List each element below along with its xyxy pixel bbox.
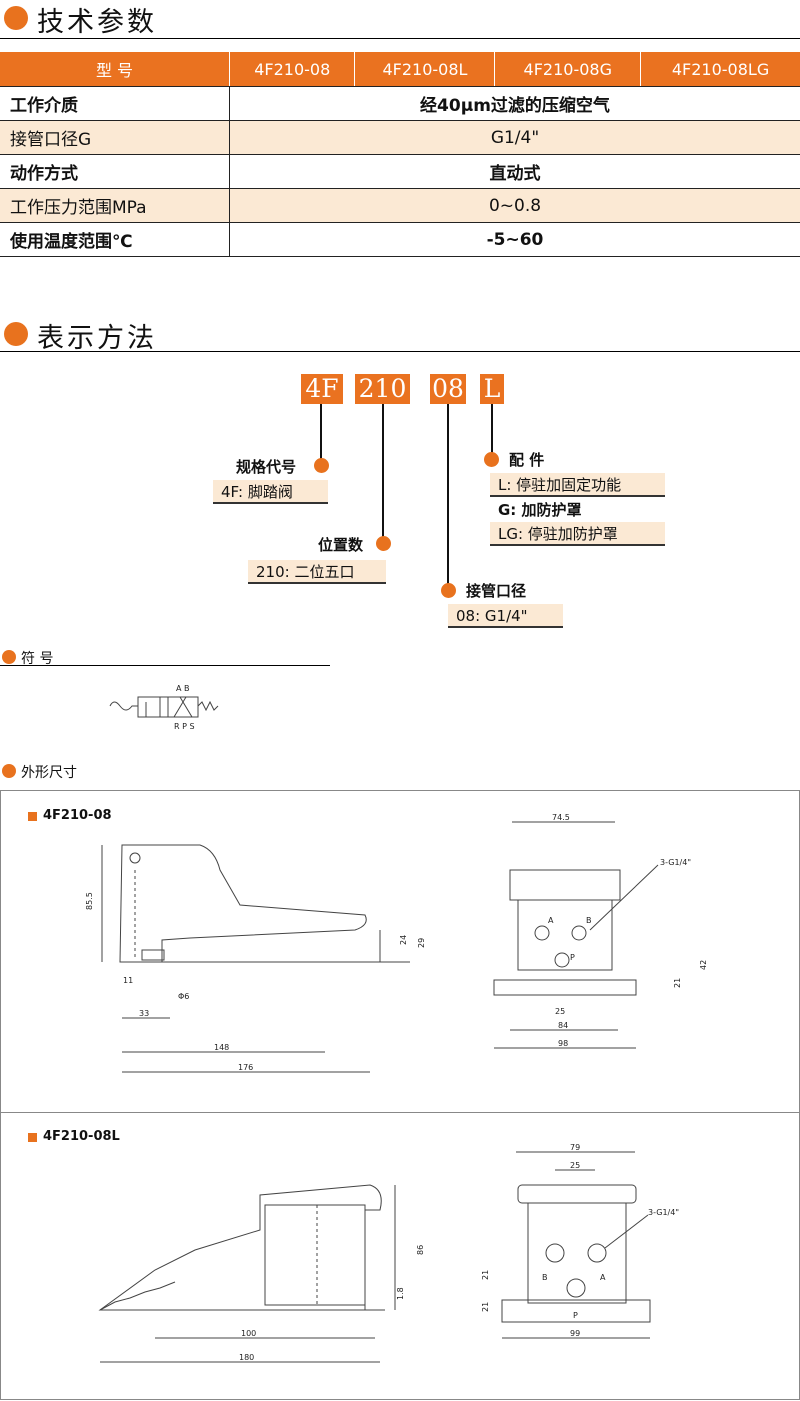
- model-marker: [28, 1133, 37, 1142]
- code-4f: 4F: [301, 374, 343, 404]
- dim-label: 25: [570, 1161, 580, 1170]
- divider: [0, 38, 800, 39]
- dim-label: 100: [241, 1329, 256, 1338]
- table-row: 工作介质 经40μm过滤的压缩空气: [0, 86, 800, 121]
- valve-symbol: A B R P S: [109, 684, 219, 731]
- dim-label: 148: [214, 1043, 229, 1052]
- row-label: 工作压力范围MPa: [0, 188, 230, 223]
- port-p: P: [570, 953, 575, 962]
- code-210: 210: [355, 374, 410, 404]
- table-row: 动作方式 直动式: [0, 154, 800, 189]
- connector: [382, 404, 384, 542]
- dim-label: 21: [481, 1270, 490, 1280]
- port-a: A: [600, 1273, 606, 1282]
- side-view-drawing: 86 1.8 100 180: [98, 1184, 425, 1363]
- dim-label: 3-G1/4": [648, 1208, 679, 1217]
- divider: [0, 665, 330, 666]
- divider: [0, 351, 800, 352]
- dim-label: 79: [570, 1143, 580, 1152]
- code-l: L: [480, 374, 504, 404]
- dim-label: 29: [417, 938, 426, 948]
- dim-label: 11: [123, 976, 133, 985]
- dim-label: 21: [673, 978, 682, 988]
- section-title-symbol: 符 号: [21, 651, 54, 667]
- model-marker: [28, 812, 37, 821]
- dim-label: Φ6: [178, 992, 189, 1001]
- row-label: 动作方式: [0, 154, 230, 189]
- front-view-drawing: 74.5 A B P 3-G1/4" 25 84 98 21 42: [493, 813, 708, 1049]
- spec-model: 4F210-08: [229, 52, 356, 87]
- dim-label: 74.5: [552, 813, 570, 822]
- port-p: P: [573, 1311, 578, 1320]
- spec-model: 4F210-08L: [354, 52, 496, 87]
- model-label: 4F210-08L: [43, 1129, 120, 1144]
- dim-label: 24: [399, 935, 408, 945]
- front-view-drawing: 79 25 B A P 3-G1/4" 21 21 99: [481, 1143, 679, 1339]
- dim-label: 42: [699, 960, 708, 970]
- section-icon: [2, 650, 16, 664]
- connector: [320, 404, 322, 464]
- dim-label: 3-G1/4": [660, 858, 691, 867]
- accessory-option: LG: 停驻加防护罩: [490, 522, 665, 546]
- label-spec-code: 规格代号: [236, 458, 297, 476]
- dim-label: 180: [239, 1353, 254, 1362]
- dim-label: 99: [570, 1329, 580, 1338]
- desc-spec-code: 4F: 脚踏阀: [213, 480, 328, 504]
- dim-label: 84: [558, 1021, 568, 1030]
- label-accessory: 配 件: [509, 451, 545, 469]
- dim-label: 25: [555, 1007, 565, 1016]
- divider: [0, 1112, 800, 1113]
- port-b: B: [586, 916, 592, 925]
- spec-model: 4F210-08LG: [640, 52, 800, 87]
- dim-label: 85.5: [85, 892, 94, 910]
- section-icon: [4, 322, 28, 346]
- marker-dot: [441, 583, 456, 598]
- port-a: A: [548, 916, 554, 925]
- section-icon: [2, 764, 16, 778]
- connector: [447, 404, 449, 589]
- marker-dot: [484, 452, 499, 467]
- dim-label: 33: [139, 1009, 149, 1018]
- marker-dot: [376, 536, 391, 551]
- port-b: B: [542, 1273, 548, 1282]
- marker-dot: [314, 458, 329, 473]
- dim-label: 176: [238, 1063, 253, 1072]
- section-title-notation: 表示方法: [37, 323, 157, 354]
- row-label: 使用温度范围℃: [0, 222, 230, 257]
- section-title-dimensions: 外形尺寸: [21, 765, 77, 781]
- dim-label: 98: [558, 1039, 568, 1048]
- table-row: 接管口径G G1/4": [0, 120, 800, 155]
- code-08: 08: [430, 374, 466, 404]
- model-label: 4F210-08: [43, 808, 112, 823]
- spec-header-label: 型 号: [0, 52, 230, 87]
- accessory-option: G: 加防护罩: [498, 501, 582, 519]
- dim-label: 86: [416, 1245, 425, 1255]
- label-port: 接管口径: [466, 582, 527, 600]
- row-value: -5~60: [229, 222, 800, 257]
- symbol-bottom-ports: R P S: [174, 722, 195, 731]
- spec-table: 型 号 4F210-08 4F210-08L 4F210-08G 4F210-0…: [0, 52, 800, 257]
- connector: [491, 404, 493, 459]
- symbol-top-ports: A B: [176, 684, 190, 693]
- row-value: 0~0.8: [229, 188, 800, 223]
- table-row: 工作压力范围MPa 0~0.8: [0, 188, 800, 223]
- dim-label: 1.8: [396, 1287, 405, 1300]
- side-view-drawing: 85.5 24 29 11 Φ6 33 148 176: [85, 844, 426, 1073]
- desc-port: 08: G1/4": [448, 604, 563, 628]
- dim-label: 21: [481, 1302, 490, 1312]
- row-label: 工作介质: [0, 86, 230, 121]
- section-title-tech: 技术参数: [37, 7, 157, 38]
- row-value: G1/4": [229, 120, 800, 155]
- desc-position: 210: 二位五口: [248, 560, 386, 584]
- row-value: 直动式: [229, 154, 800, 189]
- table-row: 使用温度范围℃ -5~60: [0, 222, 800, 257]
- section-icon: [4, 6, 28, 30]
- row-value: 经40μm过滤的压缩空气: [229, 86, 800, 121]
- row-label: 接管口径G: [0, 120, 230, 155]
- label-position: 位置数: [318, 536, 364, 554]
- accessory-option: L: 停驻加固定功能: [490, 473, 665, 497]
- spec-model: 4F210-08G: [494, 52, 642, 87]
